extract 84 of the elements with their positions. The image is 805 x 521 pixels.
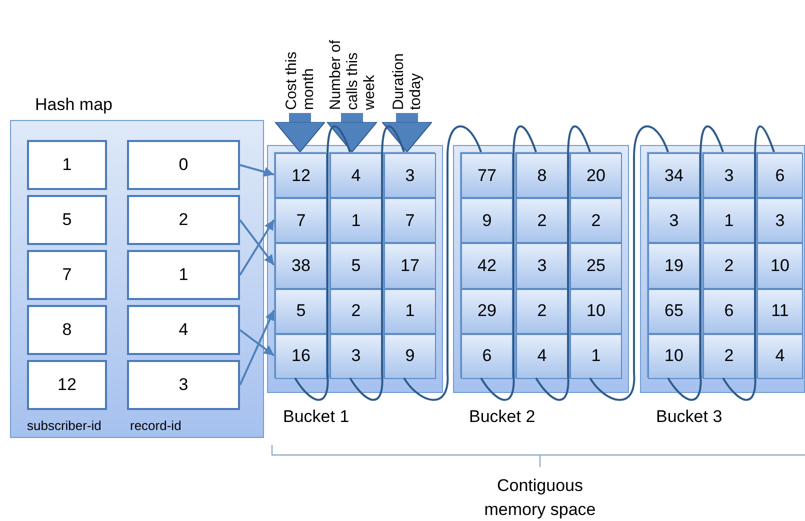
memory-cell: 2 [703, 334, 755, 379]
memory-cell: 1 [330, 198, 382, 244]
arrow [239, 219, 275, 266]
memory-cell: 6 [703, 288, 755, 334]
memory-column [647, 152, 699, 378]
memory-cell: 38 [275, 243, 327, 289]
table-cell: 2 [127, 195, 240, 245]
memory-column [569, 152, 621, 378]
memory-cell: 3 [757, 198, 803, 244]
memory-cell: 5 [330, 243, 382, 289]
memory-cell: 19 [648, 243, 700, 289]
memory-column [460, 152, 512, 378]
memory-cell: 10 [757, 243, 803, 289]
memory-column [274, 152, 326, 378]
memory-column [702, 152, 754, 378]
column-heading: Duration today [390, 30, 424, 110]
arrow [239, 329, 275, 356]
column-caption: record-id [130, 418, 182, 433]
memory-cell: 29 [461, 288, 513, 334]
memory-cell: 1 [384, 288, 436, 334]
column-caption: subscriber-id [27, 418, 102, 433]
panel-heading: Hash map [35, 95, 112, 115]
table-cell: 7 [27, 250, 107, 300]
memory-cell: 7 [275, 198, 327, 244]
memory-cell: 8 [516, 153, 568, 198]
memory-cell: 3 [330, 334, 382, 379]
memory-cell: 6 [461, 334, 513, 379]
memory-cell: 6 [757, 153, 803, 198]
table-cell: 4 [127, 305, 240, 355]
bucket-label: Bucket 2 [469, 407, 536, 427]
memory-cell: 17 [384, 243, 436, 289]
memory-cell: 12 [275, 153, 327, 198]
table-cell: 5 [27, 195, 107, 245]
memory-cell: 2 [570, 198, 622, 244]
memory-cell: 3 [703, 153, 755, 198]
memory-cell: 25 [570, 243, 622, 289]
memory-cell: 3 [648, 198, 700, 244]
arrow [239, 219, 275, 276]
memory-cell: 2 [330, 288, 382, 334]
memory-cell: 1 [703, 198, 755, 244]
arrow [240, 164, 274, 177]
arrow [239, 310, 275, 386]
memory-cell: 42 [461, 243, 513, 289]
memory-cell: 11 [757, 288, 803, 334]
memory-column [329, 152, 381, 378]
memory-cell: 77 [461, 153, 513, 198]
memory-column [383, 152, 435, 378]
block-arrow [382, 113, 432, 152]
memory-cell: 7 [384, 198, 436, 244]
memory-cell: 9 [461, 198, 513, 244]
block-arrow [326, 113, 378, 152]
memory-cell: 5 [275, 288, 327, 334]
table-cell: 12 [27, 360, 107, 410]
curved-connector [403, 126, 482, 401]
memory-cell: 1 [570, 334, 622, 379]
memory-cell: 2 [516, 288, 568, 334]
table-cell: 1 [27, 140, 107, 190]
memory-column [515, 152, 567, 378]
bucket-label: Bucket 3 [656, 407, 722, 427]
table-cell: 1 [127, 250, 240, 300]
memory-cell: 10 [570, 288, 622, 334]
memory-cell: 65 [648, 288, 700, 334]
memory-cell: 34 [648, 153, 700, 198]
memory-cell: 4 [330, 153, 382, 198]
memory-cell: 20 [570, 153, 622, 198]
memory-cell: 4 [516, 334, 568, 379]
table-cell: 3 [127, 360, 240, 410]
memory-cell: 3 [516, 243, 568, 289]
memory-cell: 10 [648, 334, 700, 379]
memory-cell: 9 [384, 334, 436, 379]
memory-cell: 3 [384, 153, 436, 198]
table-cell: 0 [127, 140, 240, 190]
memory-cell: 4 [757, 334, 803, 379]
bucket-label: Bucket 1 [283, 407, 350, 427]
block-arrow [274, 113, 326, 152]
column-heading: Cost this month [283, 30, 317, 110]
memory-cell: 16 [275, 334, 327, 379]
column-heading: Number of calls this week [326, 30, 378, 110]
memory-cell: 2 [516, 198, 568, 244]
memory-column [756, 152, 802, 378]
bracket-label: Contiguous memory space [483, 475, 597, 521]
table-cell: 8 [27, 305, 107, 355]
curved-connector [589, 126, 669, 401]
memory-cell: 2 [703, 243, 755, 289]
